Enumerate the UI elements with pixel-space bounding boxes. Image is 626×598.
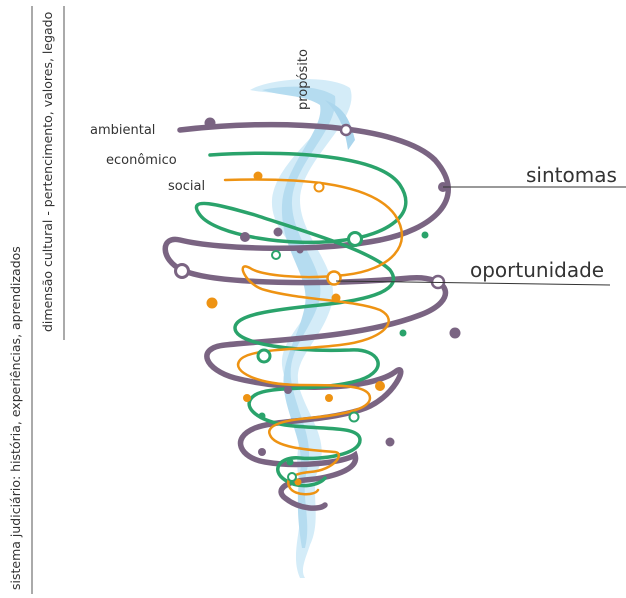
- dot-social: [331, 293, 341, 303]
- dot-ambiental: [273, 227, 283, 237]
- dot-ambiental: [204, 117, 216, 129]
- dot-ambiental: [385, 437, 395, 447]
- dot-ambiental: [284, 386, 292, 394]
- ring-economico: [256, 348, 272, 364]
- ring-social: [326, 270, 342, 286]
- sintomas-label: sintomas: [526, 163, 617, 187]
- ring-economico: [271, 250, 281, 260]
- dot-social: [206, 297, 218, 309]
- dot-social: [325, 394, 333, 402]
- social-label: social: [168, 179, 205, 194]
- dot-social: [294, 478, 302, 486]
- oportunidade-label: oportunidade: [470, 258, 604, 282]
- dot-ambiental: [240, 232, 250, 242]
- ring-ambiental: [174, 263, 190, 279]
- sidebar-outer-label: sistema judiciário: história, experiênci…: [8, 246, 23, 590]
- dot-economico: [399, 329, 407, 337]
- economico-label: econômico: [106, 153, 177, 168]
- ring-economico: [347, 231, 363, 247]
- dot-economico: [258, 412, 266, 420]
- ring-social: [313, 181, 325, 193]
- ring-economico: [348, 411, 360, 423]
- economico-spiral: [194, 151, 408, 488]
- dot-social: [253, 171, 263, 181]
- ring-ambiental: [339, 123, 353, 137]
- ambiental-spiral: [162, 121, 451, 511]
- proposito-ribbon: [250, 79, 355, 578]
- dot-ambiental: [449, 327, 461, 339]
- dot-social: [375, 381, 385, 391]
- oportunidade-leader-line: [335, 280, 611, 286]
- dots: [204, 117, 461, 486]
- dot-economico: [286, 458, 294, 466]
- dot-social: [243, 394, 251, 402]
- ring-economico: [287, 472, 297, 482]
- ambiental-label: ambiental: [90, 123, 155, 138]
- dot-economico: [421, 231, 429, 239]
- rings: [174, 123, 446, 482]
- dot-ambiental: [258, 448, 266, 456]
- dot-ambiental: [296, 246, 304, 254]
- proposito-label: propósito: [296, 49, 311, 110]
- sidebar-inner-label: dimensão cultural - pertencimento, valor…: [40, 12, 55, 332]
- social-spiral: [223, 178, 404, 496]
